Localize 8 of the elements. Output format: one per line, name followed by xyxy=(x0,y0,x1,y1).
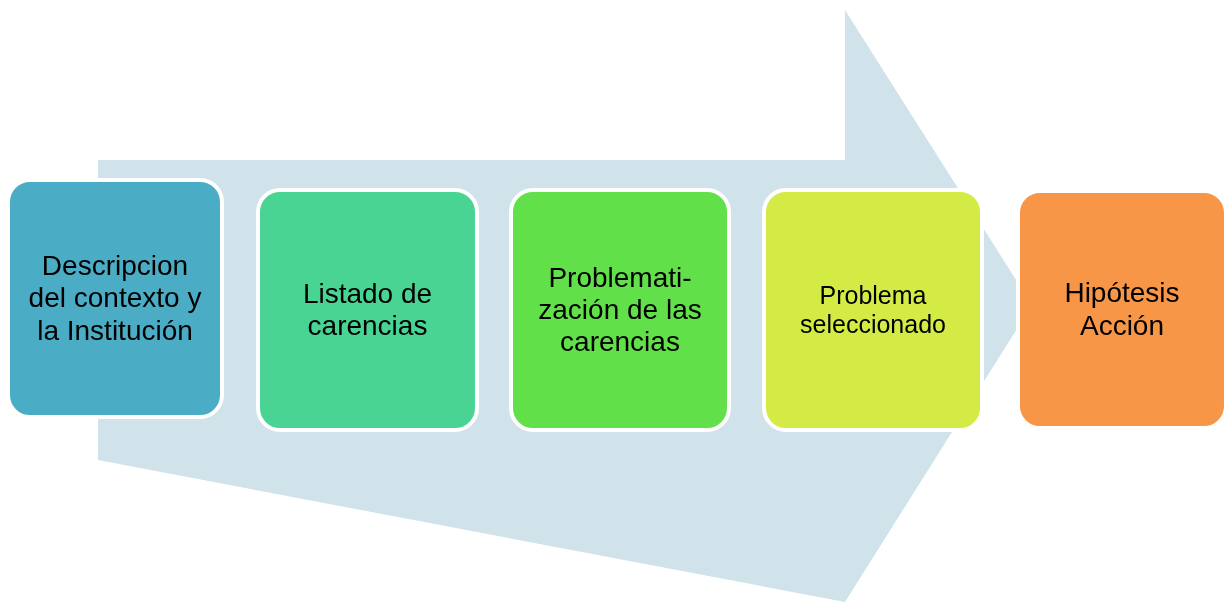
process-box xyxy=(256,188,479,432)
step-label: Listado de carencias xyxy=(301,277,434,343)
step-label: Hipótesis Acción xyxy=(1063,277,1181,342)
process-box xyxy=(509,188,731,432)
process-box xyxy=(762,188,984,432)
step-label: Descripcion del contexto y la Institución xyxy=(27,250,203,347)
step-label: Problema seleccionado xyxy=(799,281,947,339)
step-label: Problemati- zación de las carencias xyxy=(537,261,703,359)
